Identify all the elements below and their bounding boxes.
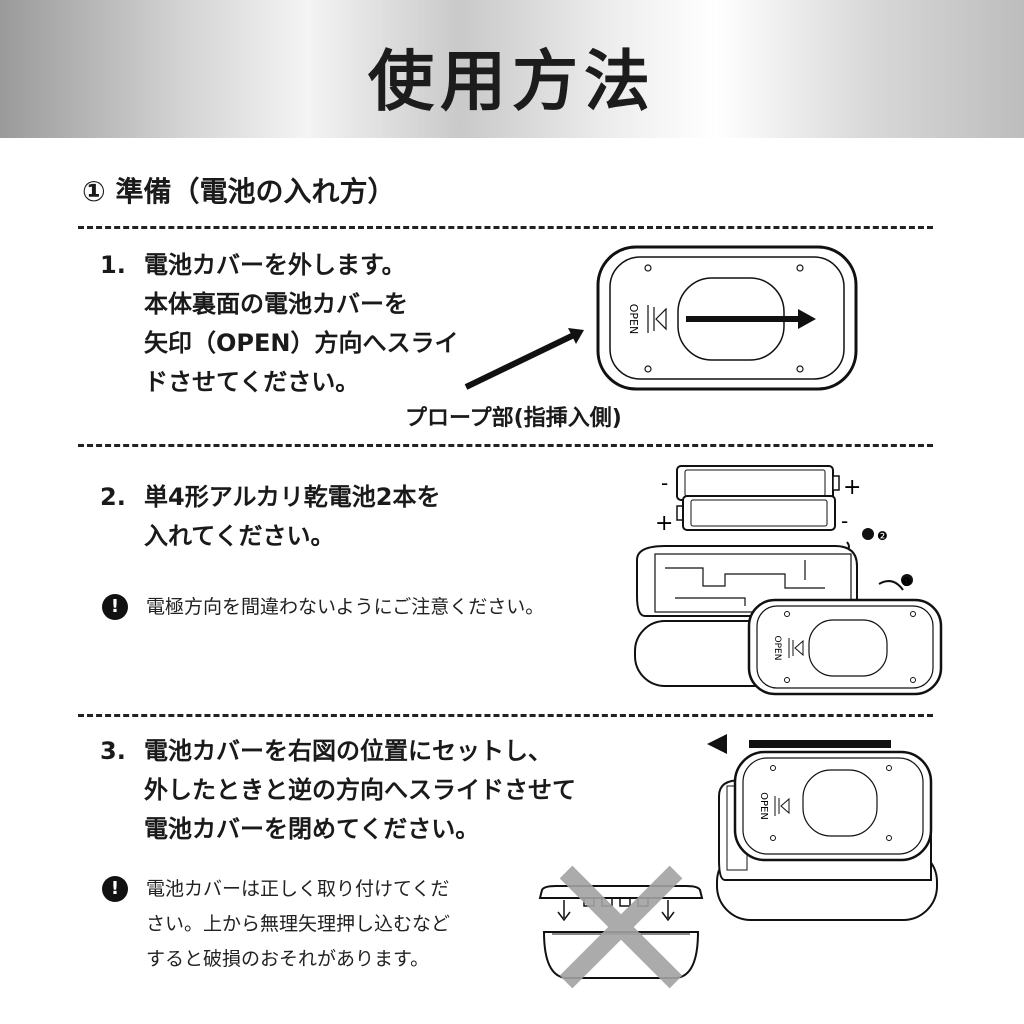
step-line: 単4形アルカリ乾電池2本を (144, 483, 441, 511)
step-number: 3. (100, 737, 126, 765)
step-3: 3. 電池カバーを右図の位置にセットし、 外したときと逆の方向へスライドさせて … (100, 732, 660, 852)
step-2: 2. 単4形アルカリ乾電池2本を 入れてください。 (100, 478, 540, 558)
caution-text: 電池カバーは正しく取り付けてくだ さい。上から無理矢理押し込むなど すると破損の… (146, 872, 450, 977)
page-title: 使用方法 (368, 43, 656, 120)
step-number: 2. (100, 483, 126, 511)
plus-sign: + (843, 475, 861, 500)
step-text: 単4形アルカリ乾電池2本を 入れてください。 (144, 478, 440, 556)
caution-text: 電極方向を間違わないようにご注意ください。 (146, 596, 545, 618)
divider (78, 714, 933, 717)
minus-sign: - (661, 471, 668, 495)
cover-open-label: OPEN (758, 792, 769, 820)
step-line: 入れてください。 (144, 522, 335, 550)
section-title: ① 準備（電池の入れ方） (82, 175, 396, 208)
probe-caption: プロープ部(指挿入側) (405, 406, 622, 431)
step-text: 電池カバーを右図の位置にセットし、 外したときと逆の方向へスライドさせて 電池カ… (144, 732, 576, 849)
cover-close-illustration: OPEN (707, 734, 938, 921)
step-badge-2: ❷ (877, 529, 888, 543)
incorrect-installation-illustration (538, 865, 704, 989)
divider (78, 444, 933, 447)
battery-insertion-illustration: - + + - ❷ ❶ OPEN (634, 465, 943, 696)
step-number: 1. (100, 251, 126, 279)
cover-open-label: OPEN (627, 304, 640, 334)
caution-line: 電池カバーは正しく取り付けてくだ (146, 878, 450, 900)
step-line: 電池カバーを外します。 (144, 251, 406, 279)
step-line: 電池カバーを閉めてください。 (144, 815, 480, 843)
caution-line: さい。上から無理矢理押し込むなど (146, 913, 451, 935)
step-line: 矢印（OPEN）方向へスライ (144, 329, 459, 357)
title-banner: 使用方法 (0, 0, 1024, 138)
step-line: 本体裏面の電池カバーを (144, 290, 408, 318)
step-line: ドさせてください。 (144, 368, 360, 396)
divider (78, 226, 933, 229)
minus-sign: - (841, 509, 848, 533)
caution-line: すると破損のおそれがあります。 (146, 948, 430, 970)
battery-cover-illustration: OPEN (464, 245, 858, 391)
step-line: 電池カバーを右図の位置にセットし、 (144, 737, 552, 765)
step-text: 電池カバーを外します。 本体裏面の電池カバーを 矢印（OPEN）方向へスライ ド… (144, 246, 458, 402)
step-badge-1: ❶ (901, 575, 912, 589)
plus-sign: + (655, 511, 673, 536)
warning-icon: ! (102, 594, 128, 620)
step-1: 1. 電池カバーを外します。 本体裏面の電池カバーを 矢印（OPEN）方向へスラ… (100, 246, 540, 406)
cover-open-label: OPEN (772, 636, 782, 661)
warning-icon: ! (102, 876, 128, 902)
step-line: 外したときと逆の方向へスライドさせて (144, 776, 576, 804)
